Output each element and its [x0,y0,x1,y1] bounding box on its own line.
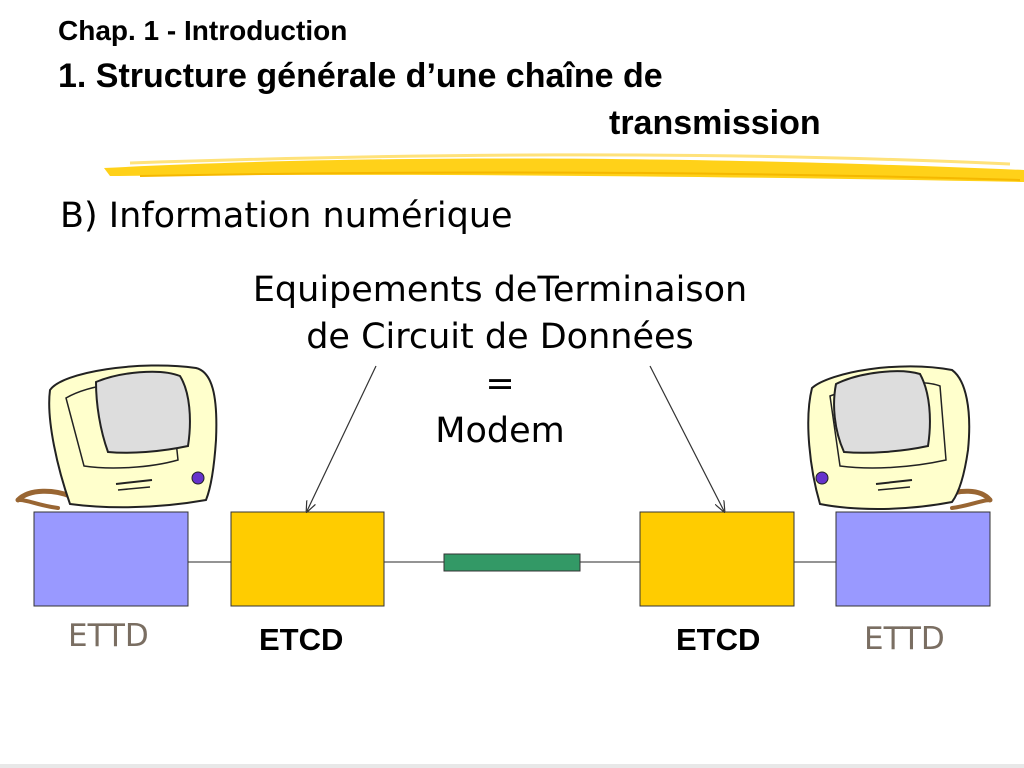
left-etcd-label: ETCD [259,622,344,657]
etcd-definition-line-1: Equipements deTerminaison [252,270,748,310]
left-etcd-box [230,511,385,607]
right-computer-icon [807,365,993,510]
etcd-definition-line-4: Modem [435,411,565,451]
left-computer-icon [15,364,218,510]
transmission-channel [443,553,581,572]
etcd-definition-line-2: de Circuit de Données [306,317,694,357]
section-subtitle: B) Information numérique [60,196,513,236]
left-ettd-label: ETTD [68,618,149,654]
slide-title-line-2: transmission [609,104,821,142]
right-etcd-label: ETCD [676,622,761,657]
left-ettd-box [33,511,189,607]
title-underline-highlight [104,153,1024,182]
chapter-heading: Chap. 1 - Introduction [58,15,348,46]
footer-divider [0,764,1024,768]
arrow-to-right-etcd [649,365,724,511]
right-ettd-label: ETTD [864,621,945,657]
etcd-definition-text: Equipements deTerminaison de Circuit de … [220,267,780,455]
arrow-to-left-etcd [307,365,377,511]
right-ettd-box [835,511,991,607]
right-etcd-box [639,511,795,607]
etcd-definition-line-3: = [485,364,515,404]
slide-title-line-1: 1. Structure générale d’une chaîne de [58,57,663,95]
